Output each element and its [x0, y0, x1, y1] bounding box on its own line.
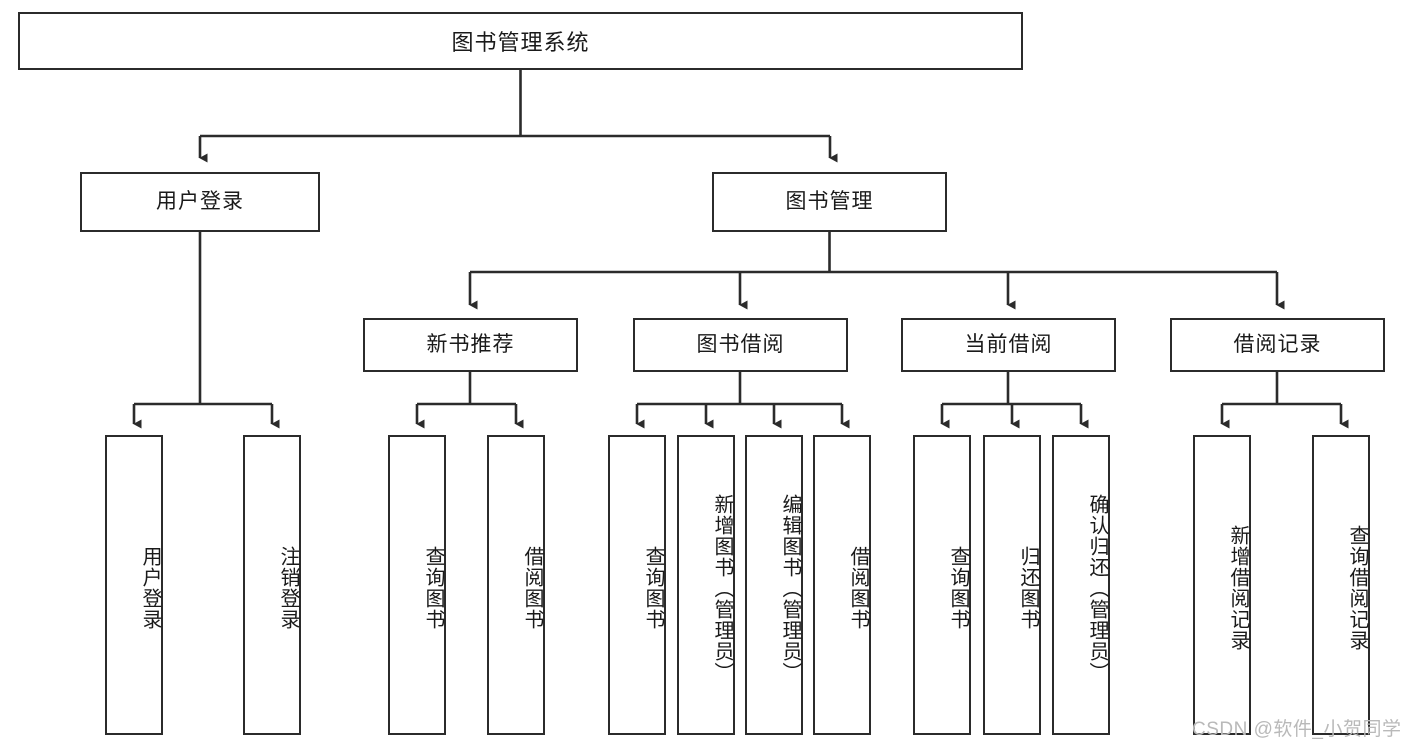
- leaf-node-edit-book-admin[interactable]: 编辑图书（管理员）: [745, 435, 803, 735]
- node-label: 借阅图书: [847, 546, 869, 630]
- node-current-borrow[interactable]: 当前借阅: [901, 318, 1116, 372]
- node-label: 新增借阅记录: [1227, 525, 1249, 651]
- leaf-node-user-login[interactable]: 用户登录: [105, 435, 163, 735]
- leaf-node-return-book[interactable]: 归还图书: [983, 435, 1041, 735]
- node-label: 图书管理: [785, 190, 874, 214]
- node-label: 查询图书: [422, 546, 444, 630]
- node-new-book-recommend[interactable]: 新书推荐: [363, 318, 578, 372]
- node-label: 编辑图书（管理员）: [779, 493, 801, 683]
- node-label: 归还图书: [1017, 546, 1039, 630]
- node-label: 用户登录: [156, 190, 244, 214]
- node-label: 查询图书: [642, 546, 664, 630]
- node-user-login[interactable]: 用户登录: [80, 172, 320, 232]
- leaf-node-query-borrow-record[interactable]: 查询借阅记录: [1312, 435, 1370, 735]
- leaf-node-user-logout[interactable]: 注销登录: [243, 435, 301, 735]
- node-label: 查询借阅记录: [1346, 525, 1368, 651]
- leaf-node-borrow-book-recommend[interactable]: 借阅图书: [487, 435, 545, 735]
- node-label: 当前借阅: [964, 333, 1053, 357]
- node-borrow-record[interactable]: 借阅记录: [1170, 318, 1385, 372]
- node-label: 借阅记录: [1233, 333, 1322, 357]
- node-label: 新书推荐: [426, 333, 515, 357]
- leaf-node-add-book-admin[interactable]: 新增图书（管理员）: [677, 435, 735, 735]
- node-book-borrow[interactable]: 图书借阅: [633, 318, 848, 372]
- leaf-node-query-book-borrow[interactable]: 查询图书: [608, 435, 666, 735]
- node-label: 图书管理系统: [451, 30, 590, 55]
- node-label: 查询图书: [947, 546, 969, 630]
- leaf-node-add-borrow-record[interactable]: 新增借阅记录: [1193, 435, 1251, 735]
- leaf-node-query-book-current[interactable]: 查询图书: [913, 435, 971, 735]
- node-book-management[interactable]: 图书管理: [712, 172, 947, 232]
- node-root-book-management-system[interactable]: 图书管理系统: [18, 12, 1023, 70]
- node-label: 借阅图书: [521, 546, 543, 630]
- leaf-node-query-book-recommend[interactable]: 查询图书: [388, 435, 446, 735]
- leaf-node-borrow-book[interactable]: 借阅图书: [813, 435, 871, 735]
- node-label: 新增图书（管理员）: [711, 493, 733, 683]
- node-label: 图书借阅: [696, 333, 785, 357]
- node-label: 用户登录: [139, 546, 161, 630]
- node-label: 注销登录: [277, 546, 299, 630]
- node-label: 确认归还（管理员）: [1086, 493, 1108, 683]
- csdn-watermark: CSDN @软件_小贺同学: [1192, 719, 1402, 740]
- leaf-node-confirm-return-admin[interactable]: 确认归还（管理员）: [1052, 435, 1110, 735]
